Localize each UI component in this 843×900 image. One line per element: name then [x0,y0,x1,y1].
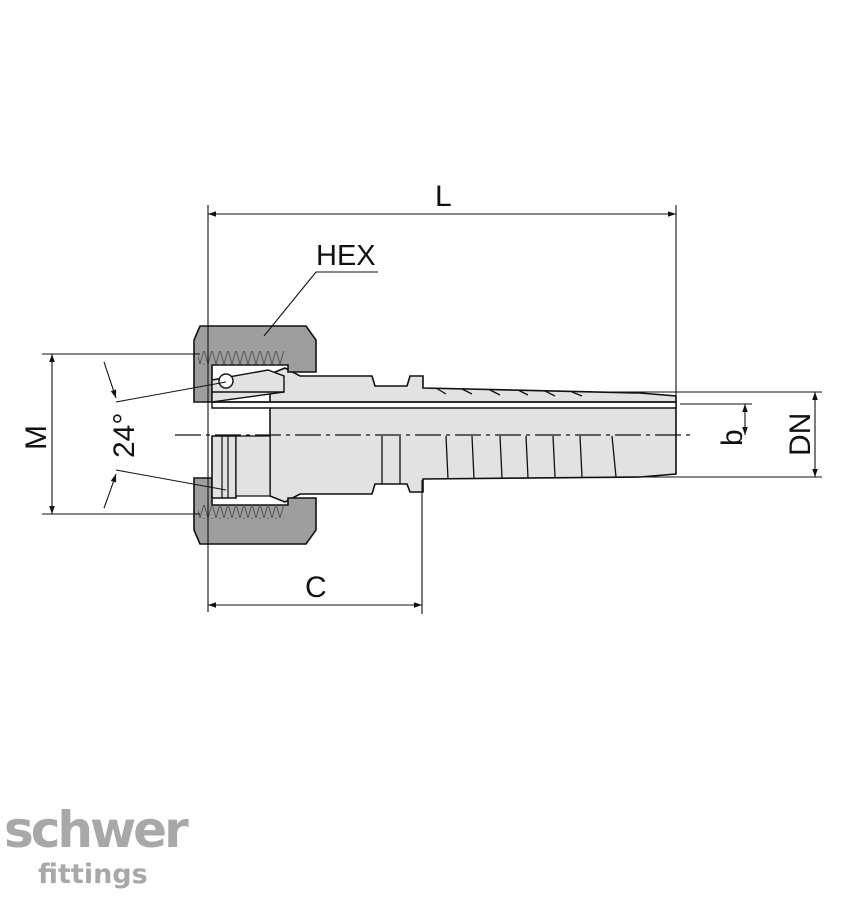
barbs [381,387,617,484]
brand-logo: schwer fittings [4,802,204,900]
threads [198,351,284,519]
brand-tagline: fittings [38,859,148,890]
label-c: C [305,571,327,604]
o-ring [218,373,234,389]
nut-detail-lines [221,436,229,498]
dim-b [680,403,752,435]
label-dn: DN [784,413,817,456]
dim-l [207,205,677,612]
label-angle: 24° [108,413,141,458]
dim-c [208,480,423,614]
bore-section [211,401,677,409]
cone-seat [211,369,285,403]
label-b: b [716,429,749,446]
brand-name: schwer [4,801,189,859]
dim-dn [600,391,822,478]
label-m: M [20,425,53,450]
label-hex: HEX [316,240,376,272]
dim-angle [103,361,227,509]
dim-m [42,353,200,515]
hex-leader [263,271,378,337]
label-l: L [435,180,452,213]
